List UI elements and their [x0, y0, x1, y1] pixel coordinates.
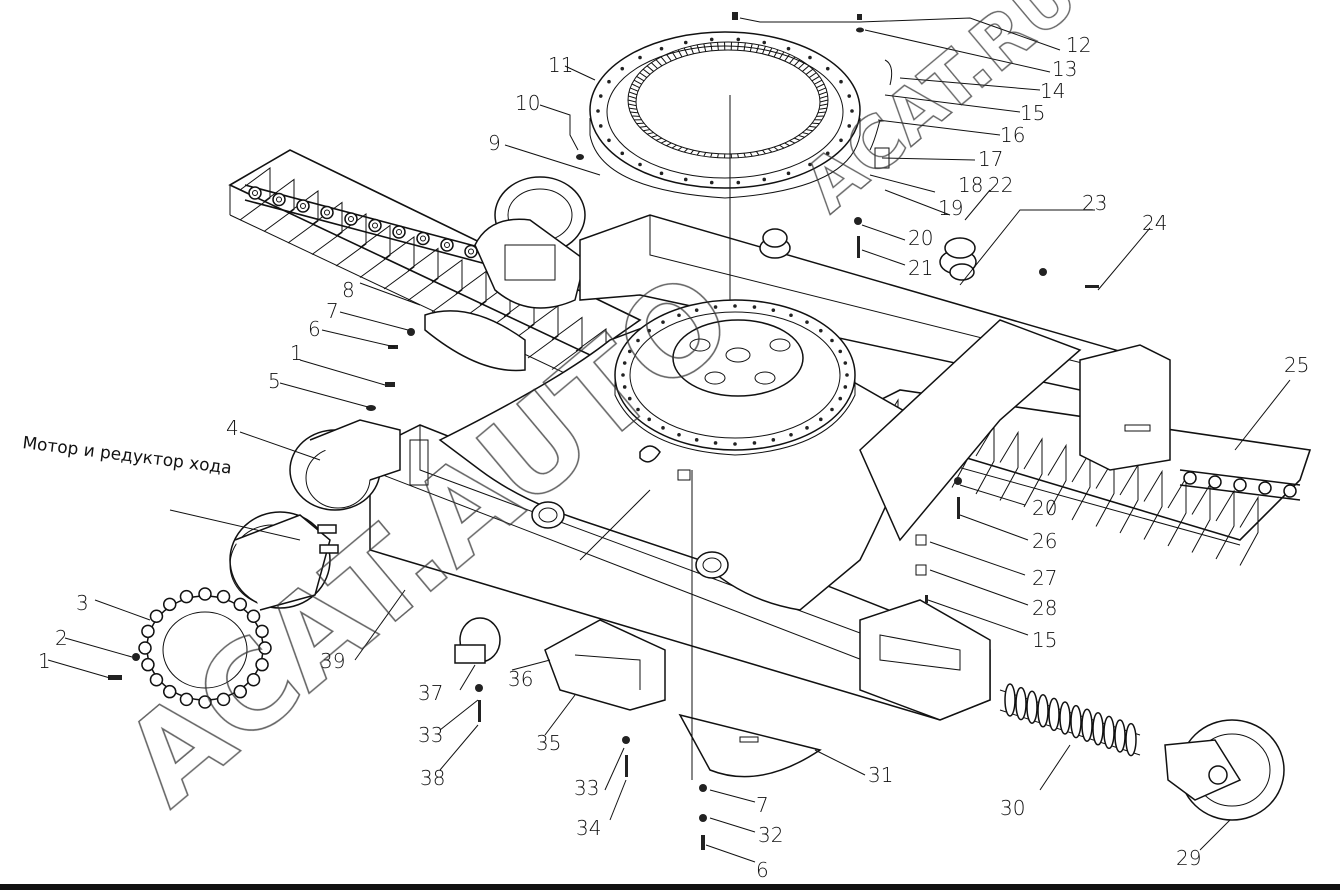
callout-11: 11 [548, 53, 573, 77]
callout-24: 24 [1142, 211, 1167, 235]
callout-38: 38 [420, 766, 445, 790]
carrier-roller-rear [760, 229, 790, 258]
callout-20a: 20 [908, 226, 933, 250]
cover-plate-8 [425, 311, 525, 371]
track-guard-35 [545, 620, 665, 710]
track-roller-37 [455, 618, 500, 663]
callout-33b: 33 [574, 776, 599, 800]
callout-15b: 15 [1032, 628, 1057, 652]
callout-21: 21 [908, 256, 933, 280]
callout-33a: 33 [418, 723, 443, 747]
callout-13: 13 [1052, 57, 1077, 81]
track-chain-rear [245, 185, 490, 265]
recoil-spring [1000, 684, 1140, 756]
callout-22: 22 [988, 173, 1013, 197]
callout-30: 30 [1000, 796, 1025, 820]
callout-7a: 7 [326, 299, 339, 323]
callout-32: 32 [758, 823, 783, 847]
callout-31: 31 [868, 763, 893, 787]
callout-8: 8 [342, 278, 355, 302]
callout-5: 5 [268, 369, 281, 393]
callout-39: 39 [320, 649, 345, 673]
callout-18: 18 [958, 173, 983, 197]
callout-37: 37 [418, 681, 443, 705]
callout-6a: 6 [308, 317, 321, 341]
callout-34: 34 [576, 816, 601, 840]
callout-6b: 6 [756, 858, 769, 882]
callout-1b: 1 [290, 341, 303, 365]
callout-23: 23 [1082, 191, 1107, 215]
assembly-caption: Мотор и редуктор хода [21, 433, 232, 479]
callout-12: 12 [1066, 33, 1091, 57]
callout-26: 26 [1032, 529, 1057, 553]
carrier-roller-22 [940, 238, 976, 280]
callout-3: 3 [76, 591, 89, 615]
callout-35: 35 [536, 731, 561, 755]
callout-4: 4 [226, 416, 239, 440]
callout-9: 9 [488, 131, 501, 155]
callout-28: 28 [1032, 596, 1057, 620]
callout-16: 16 [1000, 123, 1025, 147]
carrier-roller-front-2 [696, 552, 728, 578]
callout-15a: 15 [1020, 101, 1045, 125]
callout-36: 36 [508, 667, 533, 691]
callout-25: 25 [1284, 353, 1309, 377]
callout-10: 10 [515, 91, 540, 115]
callout-17: 17 [978, 147, 1003, 171]
callout-29: 29 [1176, 846, 1201, 870]
callout-1a: 1 [38, 649, 51, 673]
callout-7b: 7 [756, 793, 769, 817]
front-idler [1165, 720, 1284, 820]
callout-14: 14 [1040, 79, 1065, 103]
cover-plate-31 [680, 715, 820, 777]
track-chain-front [1180, 470, 1300, 500]
callout-19: 19 [938, 196, 963, 220]
callout-27: 27 [1032, 566, 1057, 590]
callout-20b: 20 [1032, 496, 1057, 520]
bottom-border [0, 884, 1340, 890]
callout-2: 2 [55, 626, 68, 650]
